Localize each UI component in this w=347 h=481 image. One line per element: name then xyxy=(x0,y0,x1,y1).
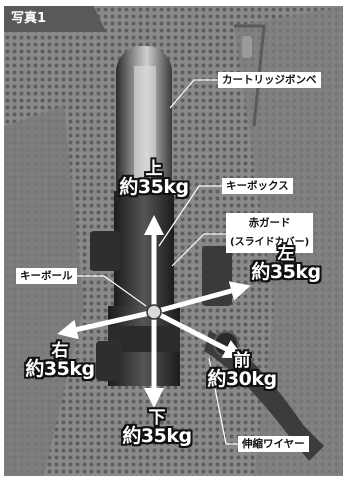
force-label-front: 前 約30kg xyxy=(192,353,292,389)
force-label-up: 上 約35kg xyxy=(99,161,209,197)
buckle-left xyxy=(90,231,120,271)
photo-label-tab: 写真1 xyxy=(4,6,106,32)
cartridge-cylinder xyxy=(108,46,180,386)
callout-keyball: キーボール xyxy=(16,268,77,284)
force-down-value: 約35kg xyxy=(102,427,212,446)
force-front-value: 約30kg xyxy=(192,370,292,389)
force-label-left: 左 約35kg xyxy=(236,246,336,282)
callout-wire: 伸縮ワイヤー xyxy=(238,436,309,452)
callout-red-guard-title: 赤ガード xyxy=(249,217,291,229)
force-right-value: 約35kg xyxy=(10,360,110,379)
force-up-value: 約35kg xyxy=(99,178,209,197)
force-label-down: 下 約35kg xyxy=(102,410,212,446)
callout-keybox: キーボックス xyxy=(222,178,293,194)
callout-cartridge: カートリッジボンベ xyxy=(218,72,321,88)
key-ball xyxy=(147,305,161,319)
force-left-value: 約35kg xyxy=(236,263,336,282)
photo-frame: 写真1 カートリッジボンベ キーボックス 赤ガード (スライドカバー) キーボー… xyxy=(4,6,343,476)
photo-label: 写真1 xyxy=(11,11,46,26)
force-label-right: 右 約35kg xyxy=(10,343,110,379)
